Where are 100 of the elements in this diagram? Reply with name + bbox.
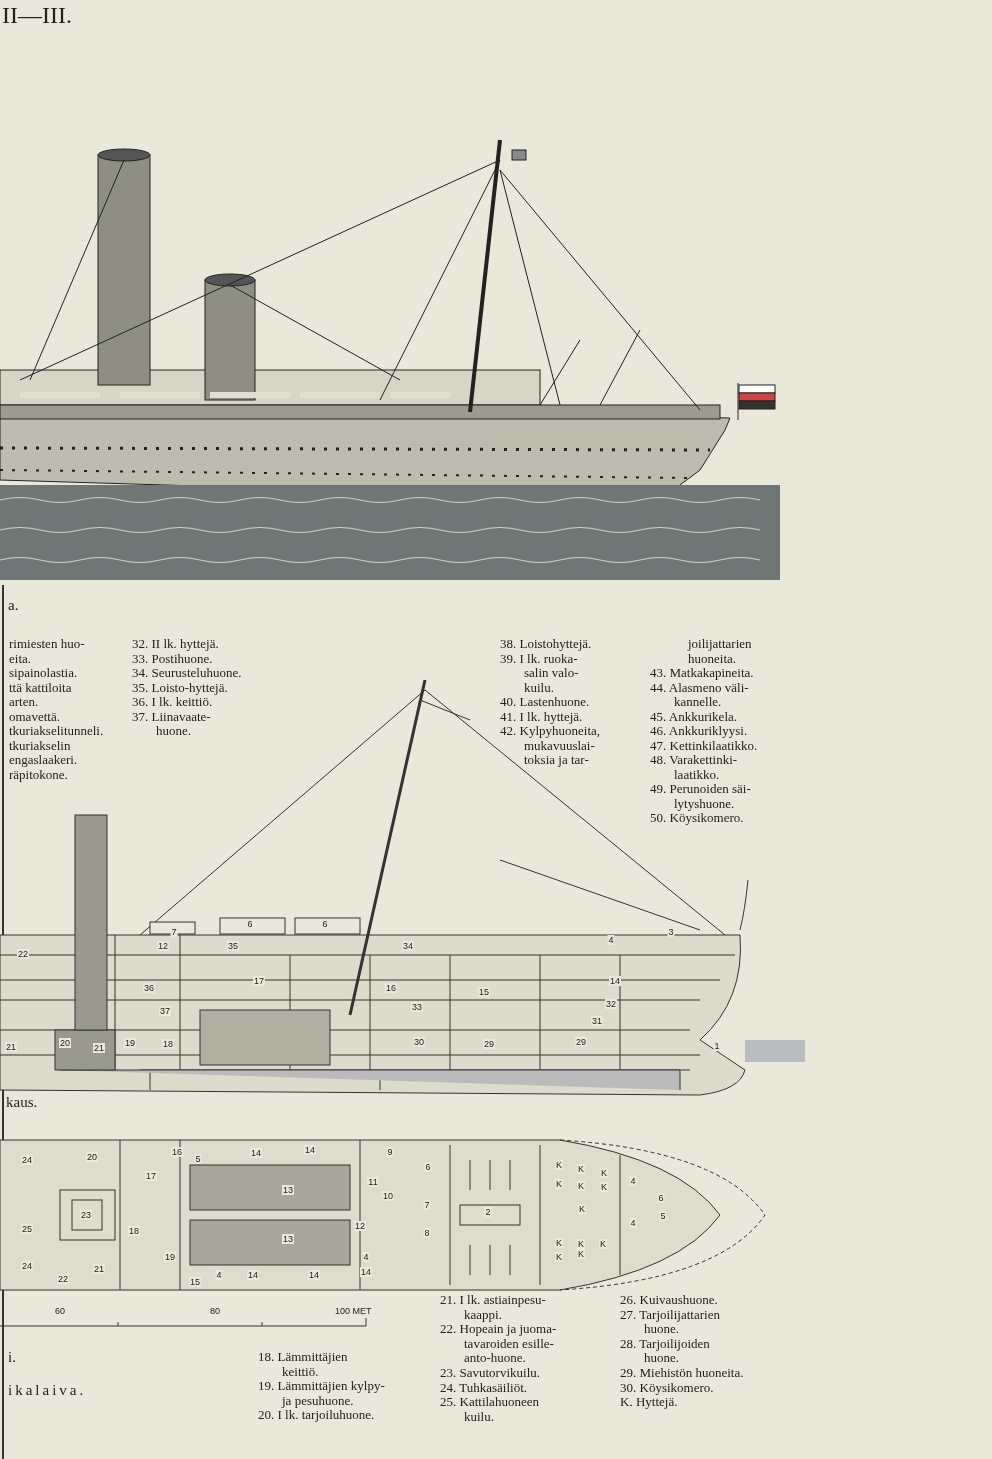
callout-number: 4 xyxy=(629,1218,637,1228)
callout-number: 25 xyxy=(21,1224,33,1234)
legend-entry: 32. II lk. hyttejä. xyxy=(132,637,219,652)
callout-number: 21 xyxy=(93,1264,105,1274)
callout-number: K xyxy=(555,1252,563,1262)
legend-entry: 41. I lk. hyttejä. xyxy=(500,709,583,724)
section-heading: i. xyxy=(8,1349,16,1366)
callout-number: K xyxy=(599,1239,607,1249)
callout-number: K xyxy=(578,1204,586,1214)
callout-number: 4 xyxy=(215,1270,223,1280)
callout-number: 9 xyxy=(386,1147,394,1157)
legend-entry: 38. Loistohyttejä. xyxy=(500,637,592,652)
callout-number: 14 xyxy=(250,1148,262,1158)
legend-entry: 40. Lastenhuone. xyxy=(500,695,590,710)
legend-entry: 27. Tarjoilijattarien huone. xyxy=(620,1307,720,1337)
callout-number: 7 xyxy=(423,1200,431,1210)
callout-number: K xyxy=(600,1168,608,1178)
legend-entry: K. Hyttejä. xyxy=(620,1395,678,1410)
legend-text: rimiesten huo- xyxy=(9,637,85,652)
legend-entry: 28. Tarjoilijoiden huone. xyxy=(620,1336,710,1366)
callout-number: 21 xyxy=(5,1042,17,1052)
legend-entry: 47. Kettinkilaatikko. xyxy=(650,738,758,753)
callout-number: 5 xyxy=(194,1154,202,1164)
callout-number: 2 xyxy=(484,1207,492,1217)
legend-text: ttä kattiloita xyxy=(9,680,72,695)
callout-number: 31 xyxy=(591,1016,603,1026)
callout-number: 6 xyxy=(657,1193,665,1203)
callout-number: 30 xyxy=(413,1037,425,1047)
callout-number: 7 xyxy=(170,927,178,937)
callout-number: 24 xyxy=(21,1155,33,1165)
callout-number: 19 xyxy=(124,1038,136,1048)
page-number: II—III. xyxy=(2,2,72,28)
legend-entry: 42. Kylpyhuoneita, mukavuuslai- toksia ja tar- xyxy=(500,724,600,768)
legend-entry: 37. Liinavaate- huone. xyxy=(132,709,211,739)
legend-entry: 29. Miehistön huoneita. xyxy=(620,1366,744,1381)
callout-number: 4 xyxy=(629,1176,637,1186)
callout-number: 17 xyxy=(253,976,265,986)
callout-number: 24 xyxy=(21,1261,33,1271)
legend-entry: 34. Seurusteluhuone. xyxy=(132,666,242,681)
callout-number: 22 xyxy=(57,1274,69,1284)
callout-number: 3 xyxy=(667,927,675,937)
callout-number: K xyxy=(577,1239,585,1249)
legend-entry: 33. Postihuone. xyxy=(132,651,213,666)
callout-number: 20 xyxy=(86,1152,98,1162)
callout-number: 15 xyxy=(478,987,490,997)
callout-number: K xyxy=(555,1160,563,1170)
callout-number: 12 xyxy=(354,1221,366,1231)
callout-number: 5 xyxy=(659,1211,667,1221)
callout-number: 29 xyxy=(575,1037,587,1047)
legend-entry: 48. Varakettinki- laatikko. xyxy=(650,753,738,782)
section-heading: a. xyxy=(8,597,19,614)
scale-number: 60 xyxy=(55,1306,65,1316)
callout-number: 4 xyxy=(362,1252,370,1262)
legend-entry: 44. Alasmeno väli- kannelle. xyxy=(650,680,749,710)
scale-number: 80 xyxy=(210,1306,220,1316)
callout-number: K xyxy=(600,1182,608,1192)
callout-number: 34 xyxy=(402,941,414,951)
legend-text: sipainolastia. xyxy=(9,666,78,681)
callout-number: K xyxy=(577,1249,585,1259)
callout-number: 37 xyxy=(159,1006,171,1016)
callout-number: 14 xyxy=(304,1145,316,1155)
legend-text: arten. xyxy=(9,695,39,710)
legend-entry: 26. Kuivaushuone. xyxy=(620,1293,718,1308)
legend-entry: 35. Loisto-hyttejä. xyxy=(132,680,228,695)
callout-number: 21 xyxy=(93,1043,105,1053)
scale-number: 100 MET xyxy=(335,1306,372,1316)
callout-number: 29 xyxy=(483,1039,495,1049)
callout-number: 6 xyxy=(321,919,329,929)
callout-number: K xyxy=(577,1164,585,1174)
callout-number: 10 xyxy=(382,1191,394,1201)
callout-number: 6 xyxy=(246,919,254,929)
callout-number: 4 xyxy=(607,935,615,945)
callout-number: 14 xyxy=(247,1270,259,1280)
legend-text: omavettä. xyxy=(9,709,60,724)
callout-number: K xyxy=(555,1179,563,1189)
callout-number: 22 xyxy=(17,949,29,959)
callout-number: 19 xyxy=(164,1252,176,1262)
callout-number: 13 xyxy=(282,1185,294,1195)
legend-entry: 36. I lk. keittiö. xyxy=(132,695,213,710)
legend-entry: 45. Ankkurikela. xyxy=(650,709,737,724)
callout-number: 14 xyxy=(360,1267,372,1277)
legend-text: tkuriakselin xyxy=(9,738,71,753)
callout-number: 15 xyxy=(189,1277,201,1287)
legend-entry: 25. Kattilahuoneen kuilu. xyxy=(440,1395,539,1424)
callout-number: 14 xyxy=(308,1270,320,1280)
callout-number: K xyxy=(555,1238,563,1248)
legend-entry: 18. Lämmittäjien keittiö. xyxy=(258,1350,348,1379)
legend-entry: 43. Matkakapineita. xyxy=(650,666,754,681)
callout-number: 16 xyxy=(171,1147,183,1157)
legend-entry: 24. Tuhkasäiliöt. xyxy=(440,1380,528,1395)
section-heading: ikalaiva. xyxy=(8,1383,87,1398)
callout-number: 17 xyxy=(145,1171,157,1181)
legend-entry: 20. I lk. tarjoiluhuone. xyxy=(258,1408,375,1423)
callout-number: 35 xyxy=(227,941,239,951)
legend-entry: 50. Köysikomero. xyxy=(650,811,744,826)
legend-entry: 49. Perunoiden säi- lytyshuone. xyxy=(650,782,751,811)
callout-number: 16 xyxy=(385,983,397,993)
legend-text: eita. xyxy=(9,651,31,666)
legend-entry: 22. Hopeain ja juoma- tavaroiden esille- anto-huone. xyxy=(440,1322,557,1366)
legend-text: räpitokone. xyxy=(9,767,68,782)
